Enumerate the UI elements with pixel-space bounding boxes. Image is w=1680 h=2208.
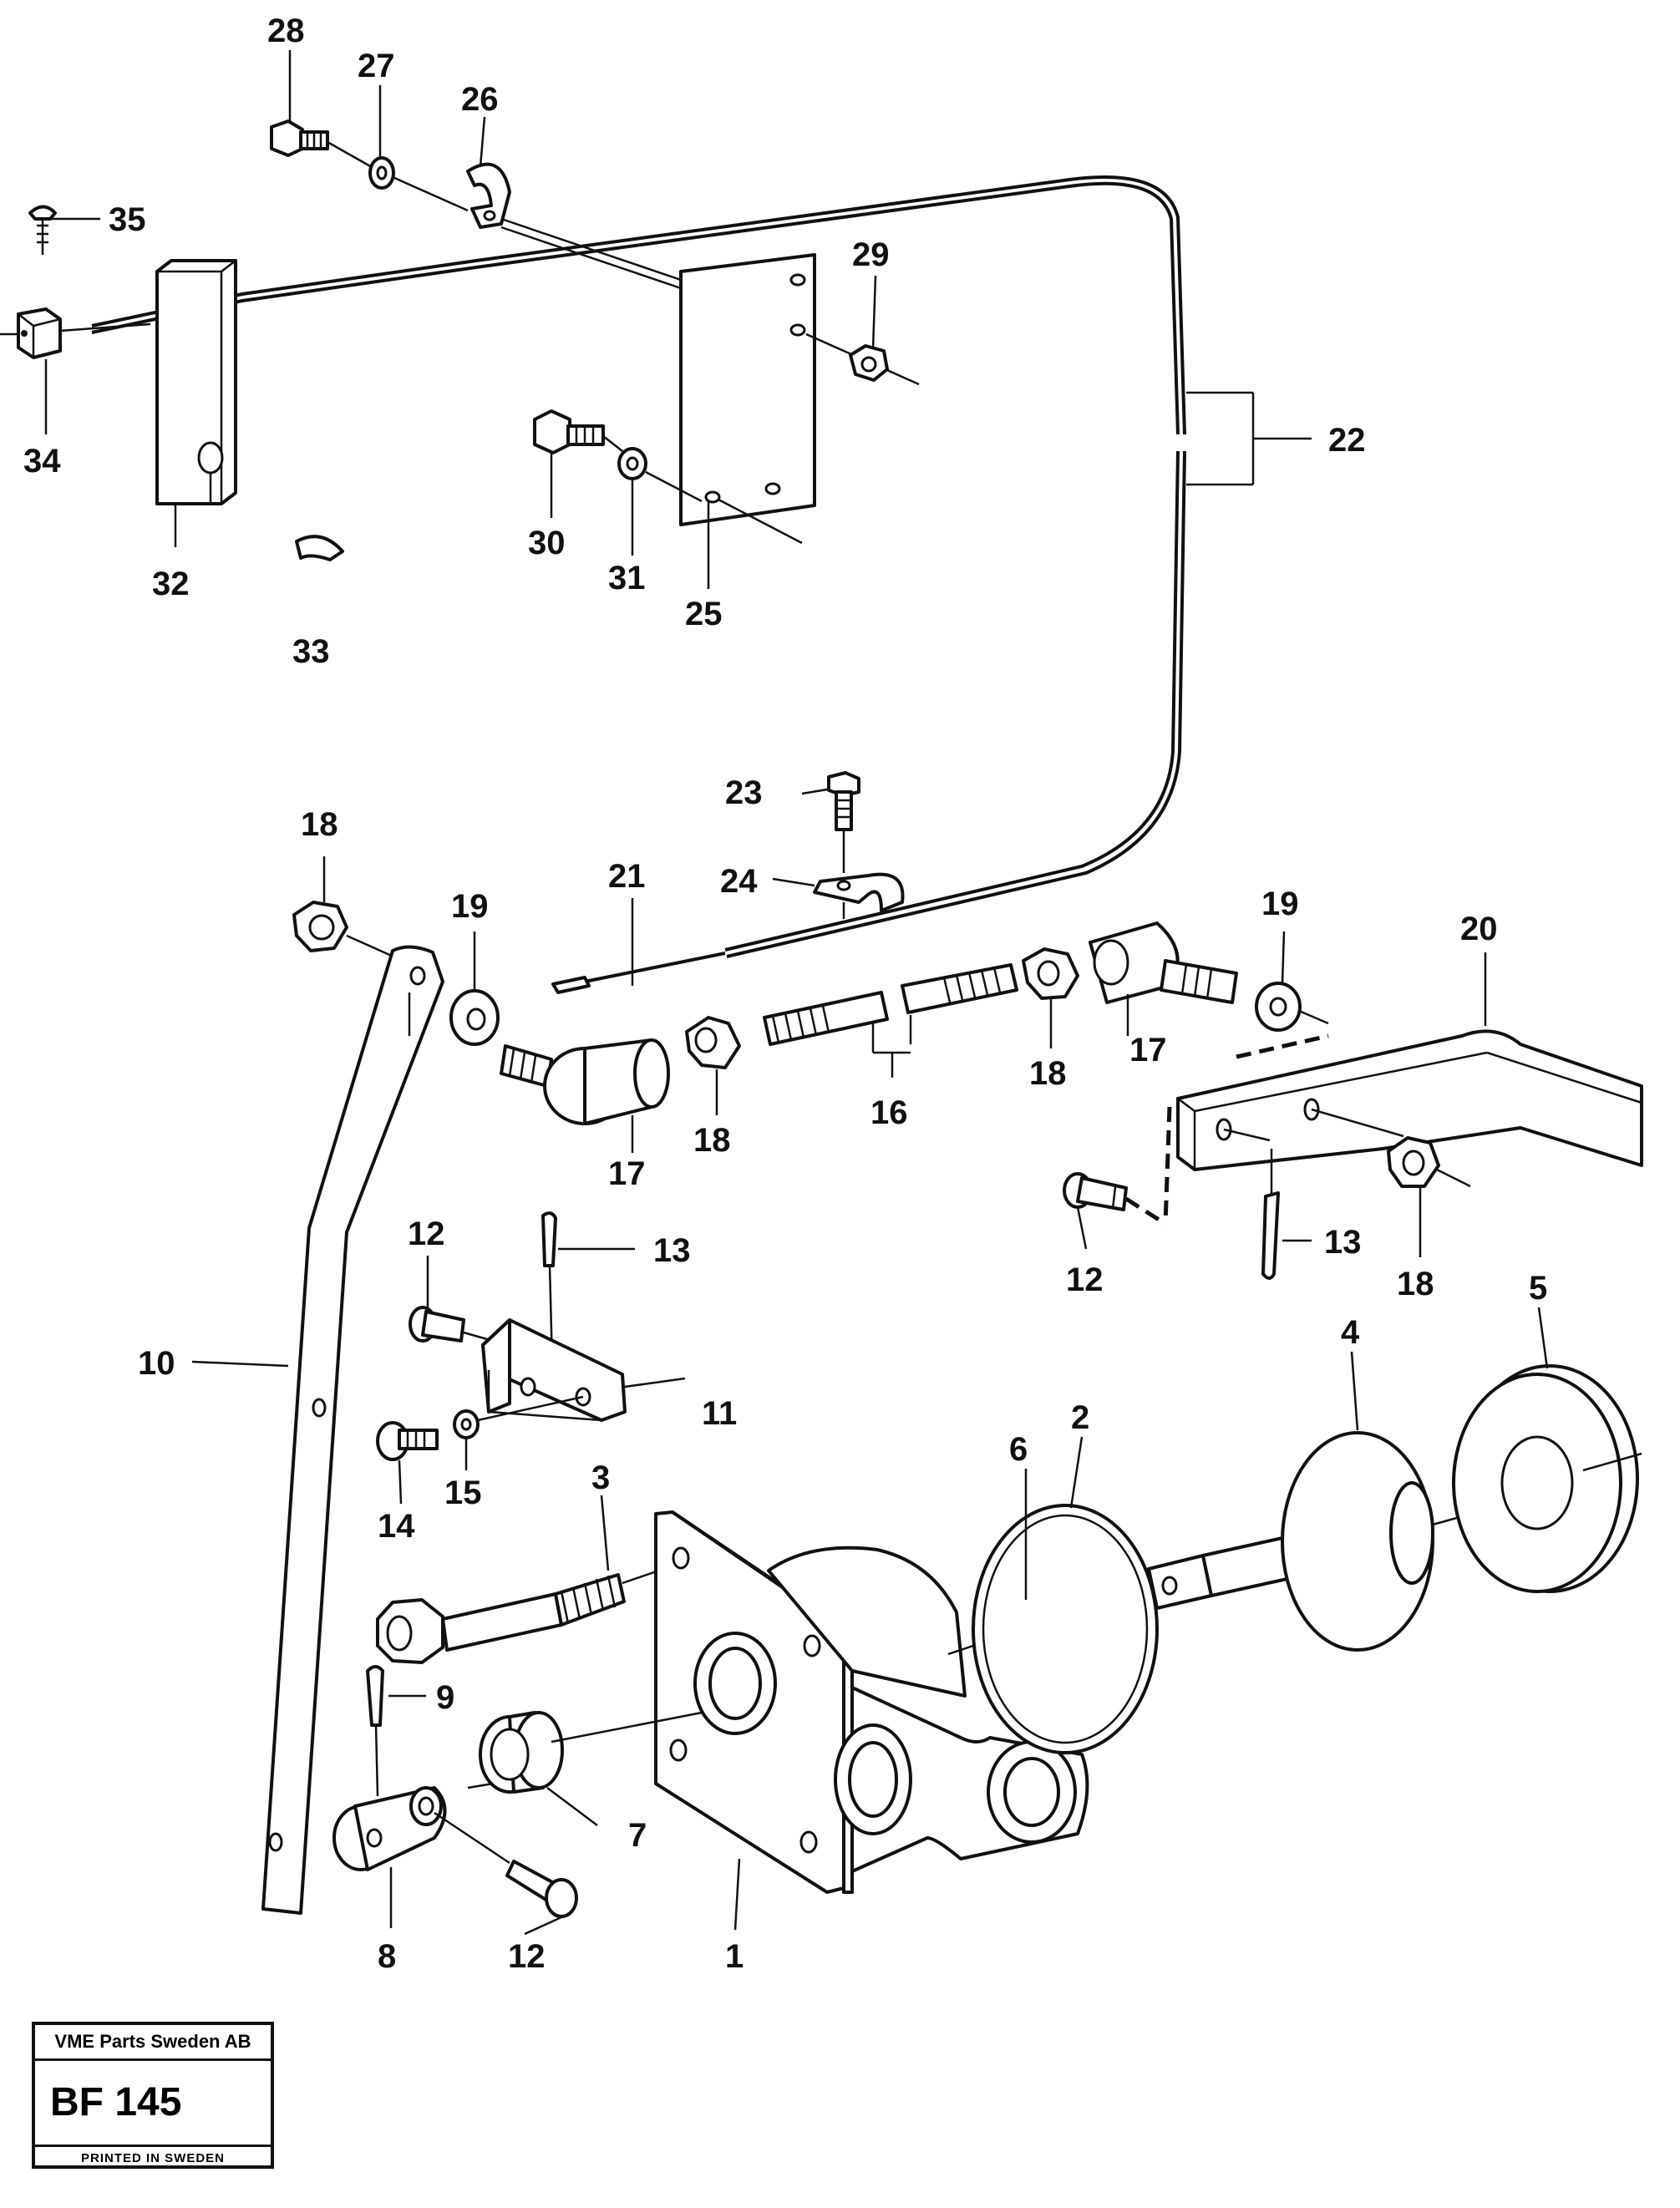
cable-end-21 — [551, 976, 591, 994]
callout-29: 29 — [852, 236, 890, 273]
callout-32: 32 — [152, 566, 190, 602]
callout-19-right: 19 — [1261, 886, 1299, 922]
bolt-30 — [533, 409, 623, 454]
stamp-company: VME Parts Sweden AB — [35, 2025, 271, 2061]
callout-6: 6 — [1009, 1431, 1028, 1468]
washer-19-left — [449, 989, 500, 1046]
pin-12-right — [1063, 1172, 1167, 1226]
split-pin-13-right — [1261, 1149, 1280, 1280]
bolt-23 — [827, 771, 860, 873]
callout-12-right: 12 — [1066, 1261, 1104, 1298]
callout-16: 16 — [870, 1094, 908, 1131]
callout-3: 3 — [591, 1459, 610, 1496]
callout-19-left: 19 — [451, 888, 489, 925]
washer-5 — [1452, 1364, 1642, 1593]
callout-21: 21 — [608, 858, 646, 895]
pin-12-left — [409, 1306, 494, 1343]
split-pin-9 — [366, 1665, 384, 1797]
screw-35 — [28, 205, 100, 255]
callout-25: 25 — [685, 596, 723, 632]
clip-26 — [466, 162, 682, 282]
bolt-with-spring-3 — [376, 1562, 679, 1664]
callout-labels: 28 27 26 35 29 22 34 30 31 25 32 33 23 2… — [23, 13, 1547, 1975]
callout-4: 4 — [1341, 1314, 1360, 1351]
callout-22: 22 — [1328, 422, 1366, 459]
stamp-printed: PRINTED IN SWEDEN — [80, 2151, 225, 2165]
nut-29 — [849, 344, 889, 382]
nut-18-rod-right — [1022, 947, 1079, 1000]
callout-35: 35 — [109, 201, 146, 238]
callout-12-upper: 12 — [408, 1216, 445, 1252]
callout-13-right: 13 — [1324, 1224, 1362, 1261]
callout-13-left: 13 — [653, 1232, 691, 1269]
bolt-14 — [376, 1421, 439, 1461]
callout-9: 9 — [436, 1679, 454, 1716]
bolt-28 — [270, 119, 373, 169]
callout-18-top-left: 18 — [301, 806, 338, 843]
nut-34 — [0, 307, 151, 359]
callout-17-left: 17 — [608, 1155, 646, 1192]
callout-18-rod-right: 18 — [1029, 1055, 1067, 1092]
callout-8: 8 — [378, 1938, 396, 1975]
plate-25 — [500, 226, 920, 545]
washer-19-right — [1255, 982, 1329, 1032]
link-8 — [332, 1786, 510, 1871]
callout-12-lower: 12 — [508, 1938, 546, 1975]
callout-2: 2 — [1071, 1399, 1089, 1436]
nut-18-upper — [292, 901, 419, 969]
clip-24 — [813, 872, 905, 919]
o-ring-2 — [972, 1504, 1159, 1754]
callout-31: 31 — [608, 560, 646, 596]
callout-33: 33 — [292, 633, 330, 670]
callout-20: 20 — [1460, 911, 1498, 947]
callout-1: 1 — [725, 1938, 744, 1975]
valve-housing-1 — [654, 1510, 1089, 1894]
callout-28: 28 — [267, 13, 305, 49]
callout-26: 26 — [461, 81, 499, 118]
stamp-code: BF 145 — [35, 2061, 271, 2147]
ball-joint-17-left — [500, 1038, 670, 1125]
callout-18-lower-right: 18 — [1397, 1266, 1434, 1302]
nut-18-lower-right — [1387, 1136, 1471, 1188]
shaft-4 — [1147, 1431, 1538, 1652]
callout-7: 7 — [628, 1817, 647, 1854]
lever-20 — [1163, 1029, 1643, 1225]
key-33 — [295, 535, 344, 561]
callout-24: 24 — [720, 863, 758, 900]
washer-27 — [368, 156, 469, 212]
leader-lines — [44, 50, 1549, 1936]
lever-10 — [261, 945, 444, 1915]
callout-17-right: 17 — [1129, 1032, 1167, 1068]
callout-10: 10 — [138, 1345, 175, 1382]
callout-30: 30 — [528, 525, 566, 561]
callout-23: 23 — [725, 774, 763, 811]
bushing-7 — [467, 1711, 703, 1794]
threaded-rod-16 — [763, 963, 1018, 1078]
bracket-11 — [481, 1318, 686, 1422]
callout-15: 15 — [444, 1475, 482, 1511]
callout-34: 34 — [23, 443, 61, 480]
callout-11: 11 — [702, 1395, 737, 1432]
callout-18-rod-left: 18 — [693, 1122, 731, 1159]
nut-18-rod-left — [685, 1016, 741, 1069]
washer-15 — [453, 1395, 584, 1439]
callout-14: 14 — [378, 1508, 415, 1545]
pin-12-lower — [505, 1860, 578, 1918]
block-32 — [155, 259, 237, 505]
callout-5: 5 — [1529, 1270, 1547, 1307]
callout-27: 27 — [358, 48, 395, 84]
ball-joint-17-right — [1089, 921, 1238, 1036]
title-stamp: VME Parts Sweden AB BF 145 PRINTED IN SW… — [32, 2022, 274, 2169]
